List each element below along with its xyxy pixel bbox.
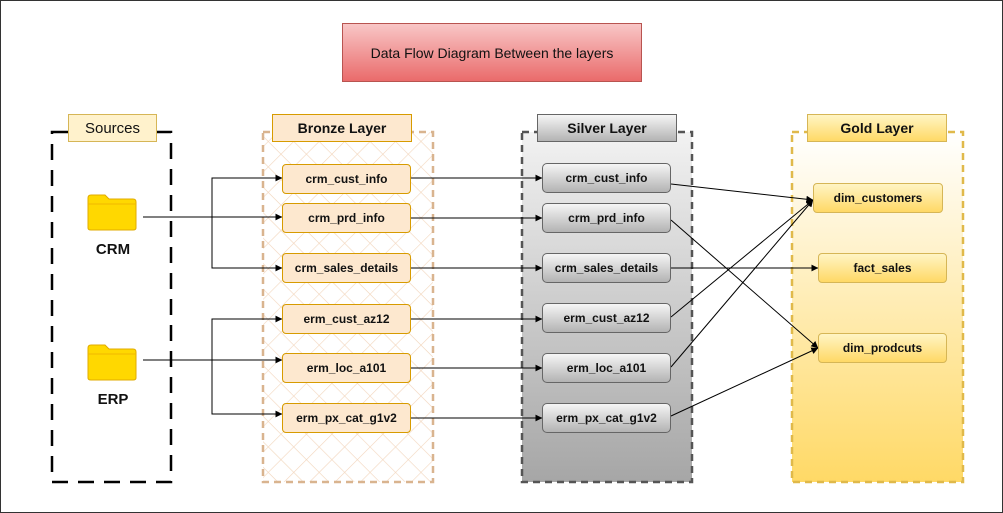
bronze-node-crm-sales-details: crm_sales_details bbox=[282, 253, 411, 283]
silver-node-crm-sales-details: crm_sales_details bbox=[542, 253, 671, 283]
silver-node-erm-cust-az12: erm_cust_az12 bbox=[542, 303, 671, 333]
gold-node-dim-customers: dim_customers bbox=[813, 183, 943, 213]
bronze-node-erm-cust-az12: erm_cust_az12 bbox=[282, 304, 411, 334]
sources-header: Sources bbox=[68, 114, 157, 142]
silver-node-erm-loc-a101: erm_loc_a101 bbox=[542, 353, 671, 383]
edge-crm-to-bronze-crm-sales-details bbox=[211, 217, 283, 272]
edge-erp-to-bronze-erm-px-cat-g1v2 bbox=[211, 360, 283, 418]
gold-node-dim-prodcuts: dim_prodcuts bbox=[818, 333, 947, 363]
sources-container bbox=[50, 130, 173, 484]
diagram-title: Data Flow Diagram Between the layers bbox=[342, 23, 642, 82]
edge-crm-to-bronze-crm-cust-info bbox=[143, 174, 283, 218]
bronze-node-erm-loc-a101: erm_loc_a101 bbox=[282, 353, 411, 383]
edge-silver-erm-px-cat-g1v2-to-dim-prodcuts bbox=[670, 347, 819, 417]
edge-silver-crm-cust-info-to-dim-customers bbox=[670, 183, 814, 203]
bronze-node-erm-px-cat-g1v2: erm_px_cat_g1v2 bbox=[282, 403, 411, 433]
edge-erp-to-bronze-erm-cust-az12 bbox=[143, 315, 283, 361]
silver-node-crm-prd-info: crm_prd_info bbox=[542, 203, 671, 233]
crm-folder-icon bbox=[87, 194, 137, 231]
bronze-layer-header: Bronze Layer bbox=[272, 114, 412, 142]
erp-folder-icon bbox=[87, 344, 137, 381]
edge-silver-erm-cust-az12-to-dim-customers bbox=[670, 199, 814, 318]
silver-layer-header: Silver Layer bbox=[537, 114, 677, 142]
erp-source-label: ERP bbox=[97, 390, 129, 408]
silver-node-crm-cust-info: crm_cust_info bbox=[542, 163, 671, 193]
gold-layer-header: Gold Layer bbox=[807, 114, 947, 142]
bronze-node-crm-prd-info: crm_prd_info bbox=[282, 203, 411, 233]
edge-silver-crm-prd-info-to-dim-prodcuts bbox=[670, 219, 819, 349]
edge-silver-erm-loc-a101-to-dim-customers bbox=[670, 199, 814, 368]
gold-node-fact-sales: fact_sales bbox=[818, 253, 947, 283]
crm-source-label: CRM bbox=[95, 240, 131, 258]
silver-node-erm-px-cat-g1v2: erm_px_cat_g1v2 bbox=[542, 403, 671, 433]
bronze-node-crm-cust-info: crm_cust_info bbox=[282, 164, 411, 194]
